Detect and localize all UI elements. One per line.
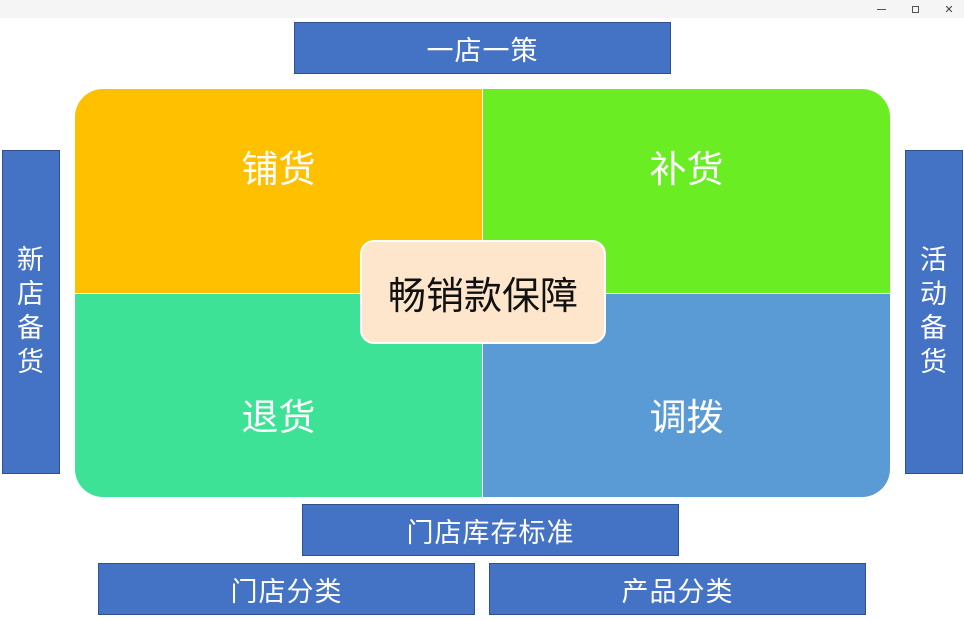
center-core-box: 畅销款保障 bbox=[360, 240, 606, 344]
right-char: 备 bbox=[920, 313, 948, 344]
right-char: 活 bbox=[920, 245, 948, 276]
bottom-right-label: 产品分类 bbox=[621, 576, 734, 608]
left-char: 新 bbox=[17, 245, 45, 276]
close-icon: ✕ bbox=[944, 2, 954, 16]
minimize-icon bbox=[876, 8, 886, 10]
left-char: 备 bbox=[17, 313, 45, 344]
left-char: 店 bbox=[17, 279, 45, 310]
bottom-left-label: 门店分类 bbox=[230, 576, 343, 608]
right-char: 货 bbox=[920, 347, 948, 378]
bottom-store-category-box: 门店分类 bbox=[98, 563, 475, 615]
minimize-button[interactable] bbox=[864, 0, 898, 18]
bottom-inventory-standard-box: 门店库存标准 bbox=[302, 504, 679, 556]
quadrant-label: 补货 bbox=[649, 148, 724, 191]
close-button[interactable]: ✕ bbox=[932, 0, 964, 18]
quadrant-bottom-left: 退货 bbox=[75, 294, 482, 497]
maximize-button[interactable] bbox=[898, 0, 932, 18]
maximize-icon bbox=[911, 5, 919, 13]
bottom-product-category-box: 产品分类 bbox=[489, 563, 866, 615]
top-strategy-box: 一店一策 bbox=[294, 22, 671, 74]
quadrant-top-left: 铺货 bbox=[75, 89, 482, 293]
top-strategy-label: 一店一策 bbox=[426, 35, 539, 67]
quadrant-label: 铺货 bbox=[241, 148, 316, 191]
title-bar: ✕ bbox=[0, 0, 964, 18]
right-char: 动 bbox=[920, 279, 948, 310]
left-char: 货 bbox=[17, 347, 45, 378]
left-new-store-box: 新 店 备 货 bbox=[2, 150, 60, 474]
quadrant-label: 退货 bbox=[241, 396, 316, 439]
quadrant-label: 调拨 bbox=[649, 396, 724, 439]
right-promo-box: 活 动 备 货 bbox=[905, 150, 963, 474]
center-label: 畅销款保障 bbox=[387, 273, 578, 318]
bottom-main-label: 门店库存标准 bbox=[406, 517, 575, 549]
